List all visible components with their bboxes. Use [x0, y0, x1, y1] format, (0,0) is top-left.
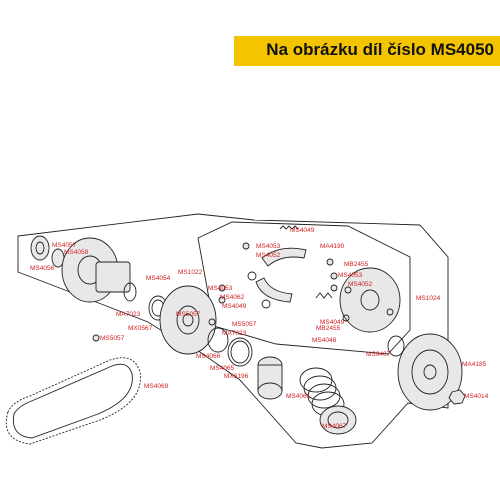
bolt — [242, 242, 250, 250]
part-label: MS4066 — [196, 353, 221, 360]
oring — [227, 337, 253, 367]
clutch-spring — [299, 367, 345, 417]
part-label: MS4049 — [320, 319, 345, 326]
part-label: MA4185 — [462, 361, 487, 368]
part-label: MS1024 — [416, 295, 441, 302]
bolt — [218, 284, 226, 292]
part-label: MS4061 — [286, 393, 311, 400]
part-label: MS4053 — [338, 272, 363, 279]
spring-small — [315, 292, 333, 299]
part-label: MS4048 — [312, 337, 337, 344]
part-label: MS5057 — [232, 321, 257, 328]
part-label: MS1022 — [178, 269, 203, 276]
title-banner: Na obrázku díl číslo MS4050 — [234, 36, 500, 66]
bolt — [330, 272, 338, 280]
part-label: MA7023 — [222, 330, 247, 337]
part-label: MS4049 — [290, 227, 315, 234]
bolt — [330, 284, 338, 292]
oring — [207, 327, 229, 353]
part-label: MS9407 — [366, 351, 391, 358]
part-label: MS4052 — [348, 281, 373, 288]
part-label: MB2455 — [316, 325, 341, 332]
collar — [319, 405, 357, 435]
drive-belt — [5, 357, 141, 445]
bolt — [92, 334, 100, 342]
driven-pulley-face — [159, 285, 217, 355]
part-label: MS4049 — [222, 303, 247, 310]
banner-title: Na obrázku díl číslo MS4050 — [266, 40, 494, 59]
bearing — [387, 335, 405, 357]
part-label: MS5057 — [100, 335, 125, 342]
part-label: MS4014 — [464, 393, 489, 400]
part-label: MS4052 — [256, 252, 281, 259]
part-label: MS4054 — [146, 275, 171, 282]
bolt — [326, 258, 334, 266]
clutch-shoes — [247, 247, 307, 309]
part-label: MS4053 — [256, 243, 281, 250]
bolt — [208, 318, 216, 326]
part-label: MS4056 — [30, 265, 55, 272]
part-label: MS4053 — [208, 285, 233, 292]
part-label: MX0567 — [128, 325, 153, 332]
part-label: MS4067 — [322, 423, 347, 430]
nut — [448, 389, 466, 405]
part-label: MS4057 — [52, 242, 77, 249]
clutch-plate — [339, 267, 401, 333]
spring-small — [279, 225, 299, 230]
part-label: MS4058 — [64, 249, 89, 256]
clutch-bell — [397, 333, 463, 411]
part-label: MA7023 — [116, 311, 141, 318]
part-label: MX6196 — [224, 373, 249, 380]
clutch-subassembly-outline — [197, 221, 411, 355]
bolt — [218, 296, 226, 304]
part-label: MS5057 — [176, 311, 201, 318]
part-label: MB2455 — [344, 261, 369, 268]
part-label: MS4069 — [144, 383, 169, 390]
part-label: MS4065 — [210, 365, 235, 372]
variator-pulley — [30, 235, 137, 303]
part-label: MS4062 — [220, 294, 245, 301]
sleeve-bushing — [257, 356, 283, 400]
part-label: MA4190 — [320, 243, 345, 250]
